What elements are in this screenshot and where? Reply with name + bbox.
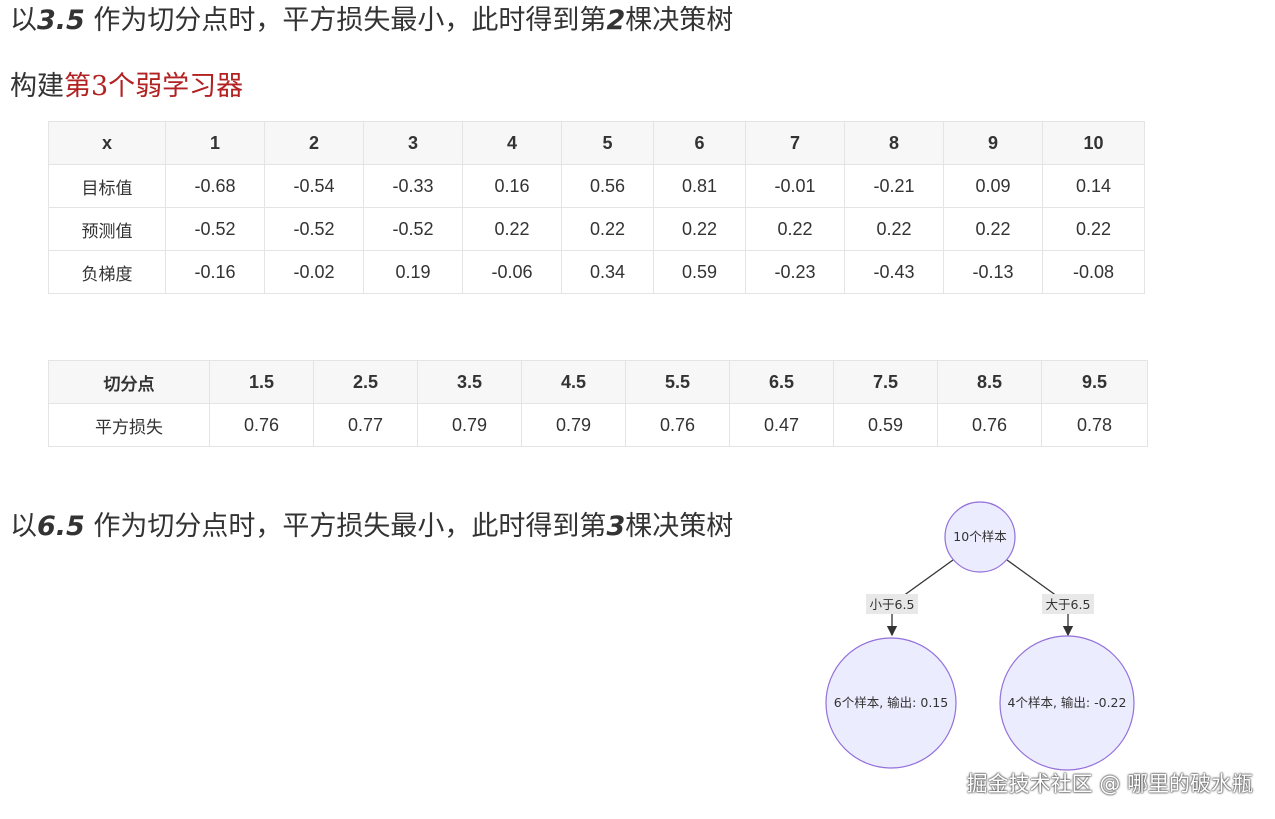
header-cell: 1 — [165, 121, 265, 165]
table-cell: 0.76 — [625, 403, 730, 447]
right-leaf-label: 4个样本, 输出: -0.22 — [1008, 695, 1127, 710]
header-cell: 6 — [653, 121, 746, 165]
learner-table: x 1 2 3 4 5 6 7 8 9 10 目标值 -0.68 -0.54 -… — [48, 121, 1145, 294]
table-cell: 0.47 — [729, 403, 834, 447]
table-cell: -0.52 — [264, 207, 364, 251]
table-cell: -0.23 — [745, 250, 845, 294]
heading-suffix: 棵决策树 — [625, 5, 734, 36]
table-cell: 0.22 — [1042, 207, 1145, 251]
table-cell: 0.77 — [313, 403, 418, 447]
table-cell: -0.52 — [165, 207, 265, 251]
table-cell: 0.22 — [462, 207, 562, 251]
row-label: 平方损失 — [48, 403, 210, 447]
table-cell: 0.22 — [561, 207, 654, 251]
table-cell: 0.16 — [462, 164, 562, 208]
row-label: 预测值 — [48, 207, 166, 251]
header-cell: 5.5 — [625, 360, 730, 404]
table-cell: 0.79 — [521, 403, 626, 447]
row-label: 目标值 — [48, 164, 166, 208]
table-row: 负梯度 -0.16 -0.02 0.19 -0.06 0.34 0.59 -0.… — [48, 250, 1145, 294]
header-cell: 8 — [844, 121, 944, 165]
table-cell: -0.06 — [462, 250, 562, 294]
table-cell: 0.22 — [943, 207, 1043, 251]
header-cell: 切分点 — [48, 360, 210, 404]
table-row: 平方损失 0.76 0.77 0.79 0.79 0.76 0.47 0.59 … — [48, 403, 1148, 447]
table-cell: 0.09 — [943, 164, 1043, 208]
heading-prefix: 以 — [10, 511, 37, 542]
table-row: 预测值 -0.52 -0.52 -0.52 0.22 0.22 0.22 0.2… — [48, 207, 1145, 251]
header-cell: 8.5 — [937, 360, 1042, 404]
table-cell: 0.34 — [561, 250, 654, 294]
left-leaf-label: 6个样本, 输出: 0.15 — [834, 695, 948, 710]
table-header-row: 切分点 1.5 2.5 3.5 4.5 5.5 6.5 7.5 8.5 9.5 — [48, 360, 1148, 404]
header-cell: 4.5 — [521, 360, 626, 404]
table-cell: 0.22 — [653, 207, 746, 251]
table-cell: -0.54 — [264, 164, 364, 208]
table-cell: 0.76 — [937, 403, 1042, 447]
table-cell: -0.33 — [363, 164, 463, 208]
header-cell: 5 — [561, 121, 654, 165]
table-cell: 0.59 — [833, 403, 938, 447]
heading-third-tree: 以6.5 作为切分点时，平方损失最小，此时得到第3棵决策树 — [10, 510, 733, 544]
header-cell: 10 — [1042, 121, 1145, 165]
header-cell: 9 — [943, 121, 1043, 165]
table-cell: -0.08 — [1042, 250, 1145, 294]
heading-second-tree: 以3.5 作为切分点时，平方损失最小，此时得到第2棵决策树 — [10, 4, 733, 38]
header-cell: 3.5 — [417, 360, 522, 404]
edge-label-left: 小于6.5 — [870, 597, 915, 612]
header-cell: 3 — [363, 121, 463, 165]
heading-prefix: 构建 — [10, 71, 64, 102]
tree-number: 3 — [606, 511, 626, 542]
table-cell: 0.22 — [745, 207, 845, 251]
row-label: 负梯度 — [48, 250, 166, 294]
decision-tree-diagram: 小于6.5 大于6.5 10个样本 6个样本, 输出: 0.15 4个样本, 输… — [825, 501, 1135, 771]
heading-mid: 作为切分点时，平方损失最小，此时得到第 — [84, 5, 607, 36]
tree-root-node — [944, 501, 1016, 573]
table-cell: -0.02 — [264, 250, 364, 294]
root-node-label: 10个样本 — [953, 529, 1007, 544]
edge-label-right: 大于6.5 — [1046, 597, 1091, 612]
tree-leaf-right — [999, 635, 1135, 771]
tree-number: 2 — [606, 5, 626, 36]
header-cell: 1.5 — [209, 360, 314, 404]
header-cell: 4 — [462, 121, 562, 165]
split-loss-table: 切分点 1.5 2.5 3.5 4.5 5.5 6.5 7.5 8.5 9.5 … — [48, 360, 1148, 447]
table-cell: 0.81 — [653, 164, 746, 208]
table-cell: 0.76 — [209, 403, 314, 447]
table-cell: -0.16 — [165, 250, 265, 294]
table-cell: 0.59 — [653, 250, 746, 294]
header-cell: 9.5 — [1041, 360, 1148, 404]
tree-leaf-left — [825, 637, 957, 769]
split-value: 6.5 — [37, 511, 85, 542]
table-cell: 0.79 — [417, 403, 522, 447]
header-cell: x — [48, 121, 166, 165]
table-row: 目标值 -0.68 -0.54 -0.33 0.16 0.56 0.81 -0.… — [48, 164, 1145, 208]
heading-prefix: 以 — [10, 5, 37, 36]
edge-label-bg — [1042, 594, 1094, 614]
header-cell: 2 — [264, 121, 364, 165]
table-cell: 0.22 — [844, 207, 944, 251]
edge-label-bg — [866, 594, 918, 614]
table-cell: 0.14 — [1042, 164, 1145, 208]
watermark: 掘金技术社区 @ 哪里的破水瓶 — [966, 772, 1253, 796]
table-cell: 0.78 — [1041, 403, 1148, 447]
table-cell: 0.56 — [561, 164, 654, 208]
table-cell: -0.01 — [745, 164, 845, 208]
table-cell: -0.68 — [165, 164, 265, 208]
heading-build-learner: 构建第3个弱学习器 — [10, 70, 243, 104]
heading-highlight: 第3个弱学习器 — [64, 71, 244, 102]
heading-suffix: 棵决策树 — [625, 511, 734, 542]
table-cell: 0.19 — [363, 250, 463, 294]
table-cell: -0.21 — [844, 164, 944, 208]
header-cell: 7.5 — [833, 360, 938, 404]
table-header-row: x 1 2 3 4 5 6 7 8 9 10 — [48, 121, 1145, 165]
header-cell: 7 — [745, 121, 845, 165]
table-cell: -0.13 — [943, 250, 1043, 294]
header-cell: 2.5 — [313, 360, 418, 404]
header-cell: 6.5 — [729, 360, 834, 404]
table-cell: -0.43 — [844, 250, 944, 294]
table-cell: -0.52 — [363, 207, 463, 251]
split-value: 3.5 — [37, 5, 85, 36]
heading-mid: 作为切分点时，平方损失最小，此时得到第 — [84, 511, 607, 542]
